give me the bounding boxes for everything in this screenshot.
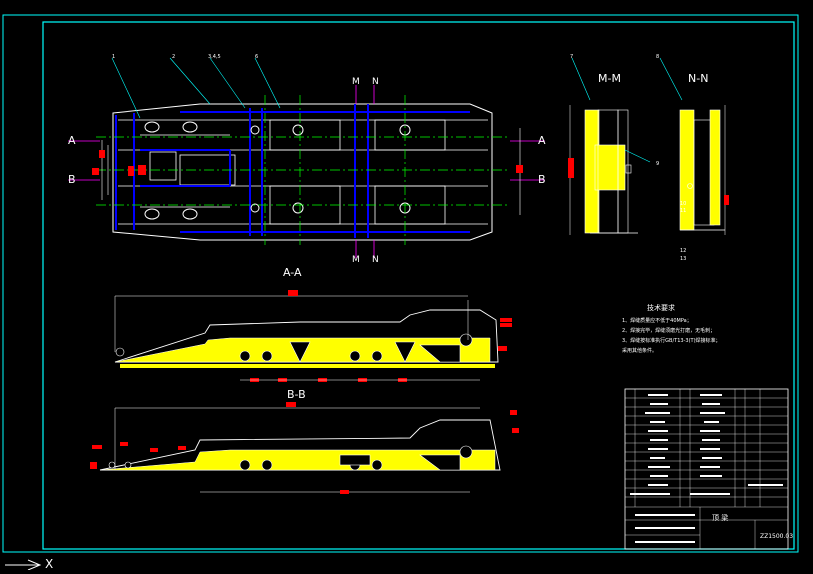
- tech-requirements-title: 技术要求: [647, 303, 675, 312]
- section-nn-view: [659, 57, 729, 235]
- balloon-6: 6: [255, 54, 258, 60]
- section-letter-b-right: B: [538, 173, 546, 186]
- balloon-12: 12: [680, 248, 686, 254]
- plan-view: [68, 57, 545, 258]
- section-letter-m-top: M: [352, 77, 360, 87]
- section-letter-n-bottom: N: [372, 255, 379, 265]
- section-aa-view: [114, 290, 512, 382]
- section-mm-view: [568, 57, 651, 235]
- inner-frame: [42, 21, 795, 550]
- drawing-number: ZZ1500.03: [760, 533, 793, 540]
- view-title-aa: A-A: [283, 266, 302, 279]
- balloon-10: 10: [680, 201, 686, 207]
- section-bb-view: [90, 402, 519, 494]
- tech-requirement-item: 1、焊缝质量应不低于40MPa；: [622, 317, 692, 324]
- tech-requirements: 技术要求 1、焊缝质量应不低于40MPa； 2、焊接完毕，焊缝须磨光打磨，无毛刺…: [622, 303, 721, 354]
- tech-requirement-item: 3、焊缝按标准执行GB/T13-3(T)焊接标准；: [622, 337, 721, 344]
- balloon-9: 9: [656, 161, 659, 167]
- ucs-x-label: X: [45, 557, 53, 570]
- section-letter-a-right: A: [538, 134, 546, 147]
- section-letter-b-left: B: [68, 173, 76, 186]
- view-title-mm: M-M: [598, 72, 621, 85]
- balloon-1: 1: [112, 54, 115, 60]
- section-letter-n-top: N: [372, 77, 379, 87]
- ucs-icon: [5, 559, 42, 571]
- balloon-8: 8: [656, 54, 659, 60]
- section-letter-m-bottom: M: [352, 255, 360, 265]
- tech-requirement-item: 2、焊接完毕，焊缝须磨光打磨，无毛刺；: [622, 327, 715, 334]
- balloon-7: 7: [570, 54, 573, 60]
- balloon-3-4-5: 3,4,5: [208, 54, 221, 60]
- drawing-name: 顶 梁: [712, 513, 728, 522]
- title-block: 顶 梁 ZZ1500.03: [624, 388, 793, 550]
- balloon-11: 11: [680, 208, 686, 214]
- view-title-bb: B-B: [287, 388, 306, 401]
- balloon-2: 2: [172, 54, 175, 60]
- outer-frame: [2, 14, 799, 553]
- tech-requirement-item: 采用其他条件。: [622, 347, 657, 354]
- section-letter-a-left: A: [68, 134, 76, 147]
- balloon-13: 13: [680, 256, 686, 262]
- view-title-nn: N-N: [688, 72, 708, 85]
